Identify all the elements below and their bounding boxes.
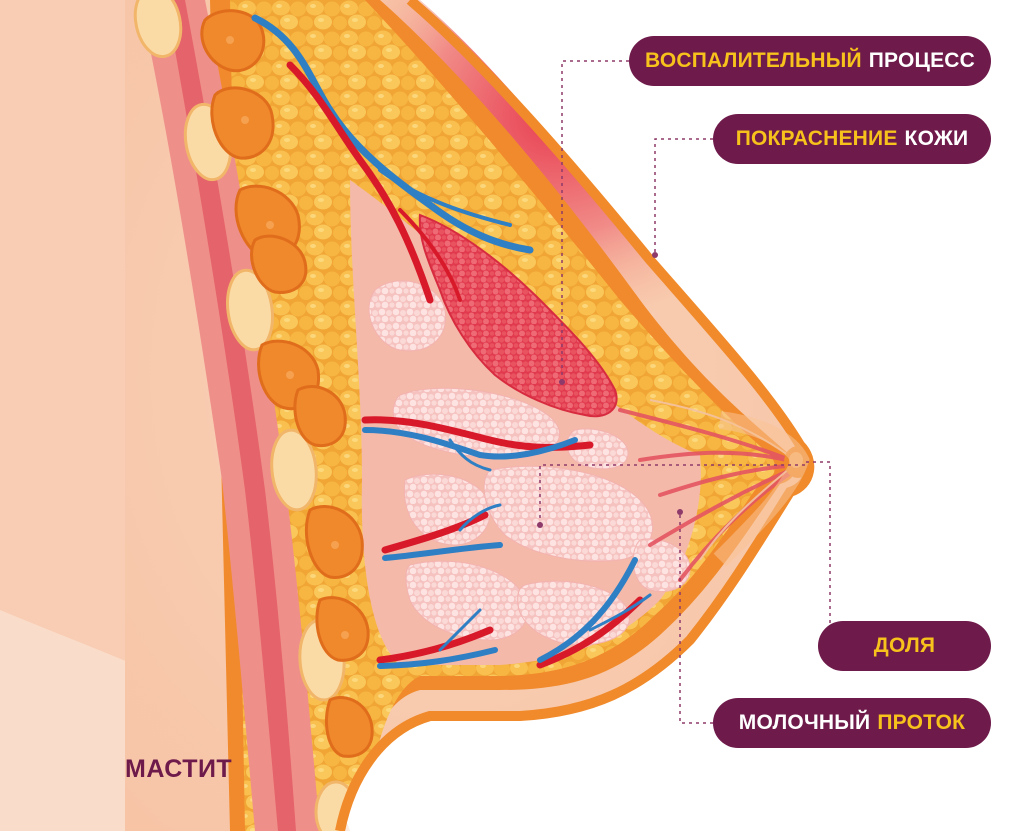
label-milk-duct-part2: ПРОТОК: [877, 711, 966, 734]
label-lobe-text: ДОЛЯ: [873, 634, 936, 657]
label-lobe: ДОЛЯ: [818, 621, 991, 671]
label-skin-redness: ПОКРАСНЕНИЕ КОЖИ: [713, 114, 991, 164]
label-inflammation-part1: ВОСПАЛИТЕЛЬНЫЙ: [644, 49, 862, 72]
diagram-title: МАСТИТ: [125, 755, 233, 783]
label-skin-redness-part2: КОЖИ: [904, 127, 969, 150]
label-inflammation-part2: ПРОЦЕСС: [868, 49, 976, 72]
label-inflammation: ВОСПАЛИТЕЛЬНЫЙ ПРОЦЕСС: [629, 36, 991, 86]
label-milk-duct-part1: МОЛОЧНЫЙ: [738, 711, 871, 734]
label-skin-redness-part1: ПОКРАСНЕНИЕ: [735, 127, 898, 150]
label-milk-duct: МОЛОЧНЫЙ ПРОТОК: [713, 698, 991, 748]
